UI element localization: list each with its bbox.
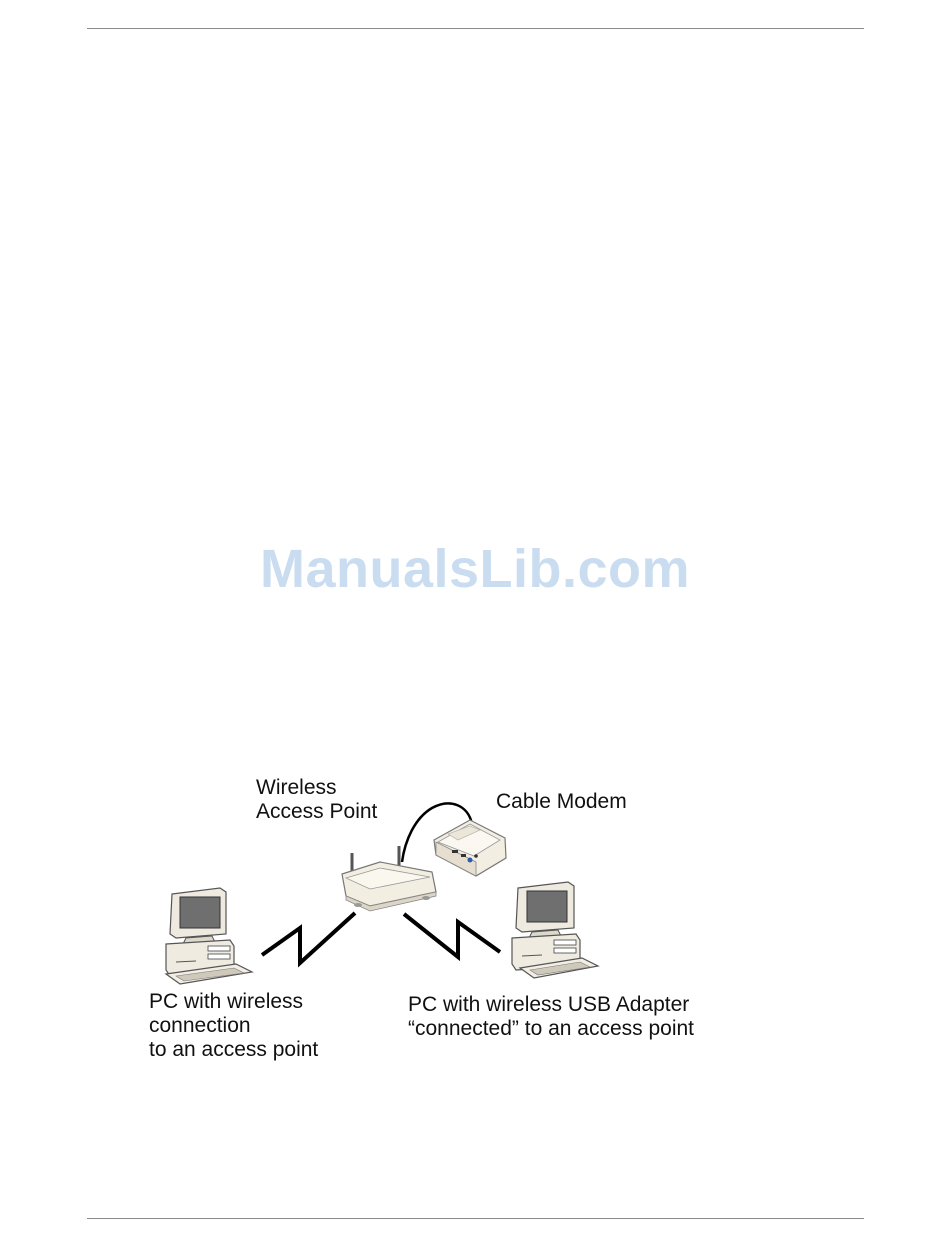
pc-right-label: PC with wireless USB Adapter “connected”… [408, 993, 694, 1041]
access-point-icon [342, 846, 436, 911]
left-pc-icon [166, 888, 252, 984]
access-point-label: Wireless Access Point [256, 776, 377, 824]
pc-right-label-line: PC with wireless USB Adapter [408, 993, 694, 1017]
wireless-link-right [404, 914, 500, 957]
cable-modem-label: Cable Modem [496, 790, 627, 814]
wireless-link-left [262, 913, 355, 963]
footer-rule [87, 1218, 864, 1219]
cable-modem-icon [434, 820, 506, 876]
pc-left-label-line: PC with wireless [149, 990, 318, 1014]
pc-right-label-line: “connected” to an access point [408, 1017, 694, 1041]
right-pc-icon [512, 882, 598, 978]
access-point-label-line: Access Point [256, 800, 377, 824]
pc-left-label: PC with wireless connection to an access… [149, 990, 318, 1062]
pc-left-label-line: connection [149, 1014, 318, 1038]
access-point-label-line: Wireless [256, 776, 377, 800]
pc-left-label-line: to an access point [149, 1038, 318, 1062]
